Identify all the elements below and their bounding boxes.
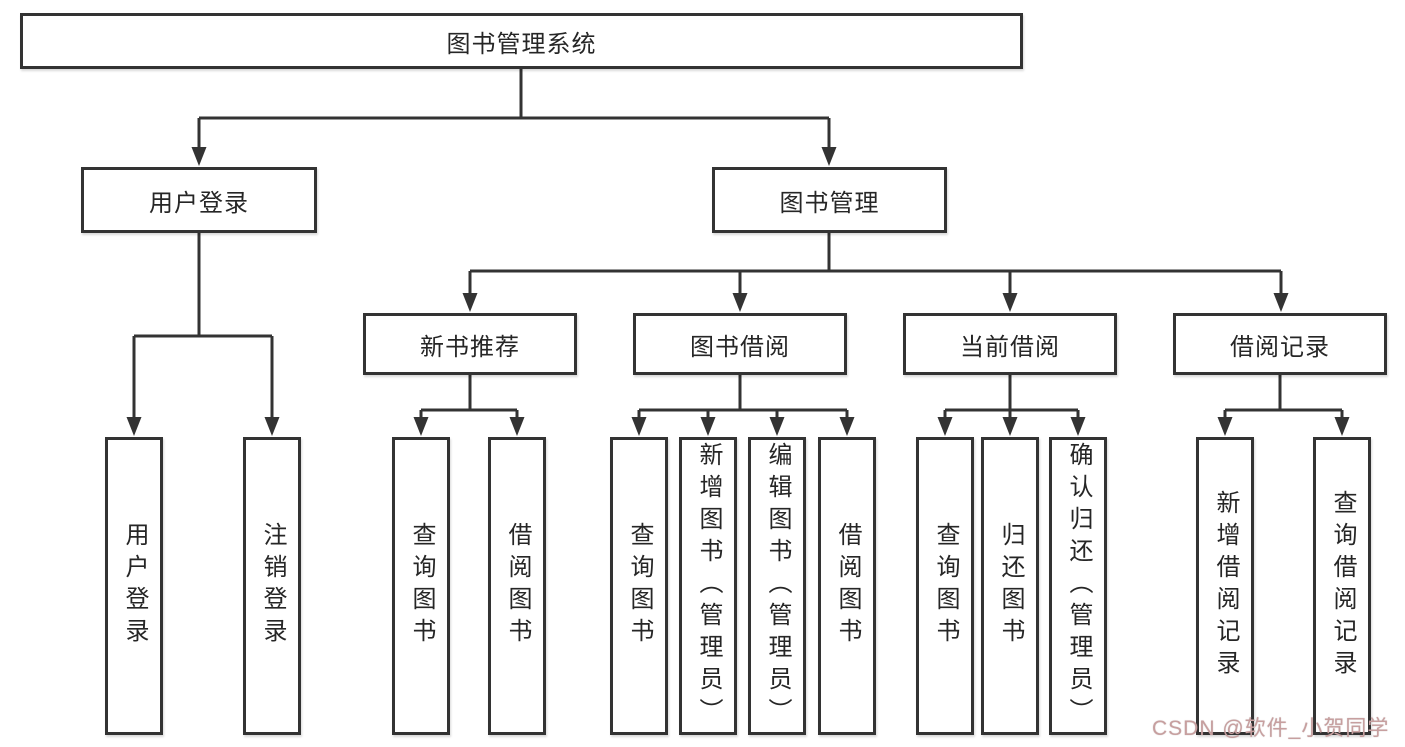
leaf-logout-label: 注销登录 bbox=[259, 522, 286, 650]
leaf-borrow-book-label: 借阅图书 bbox=[834, 522, 861, 650]
node-book-management: 图书管理 bbox=[712, 167, 947, 233]
node-borrow-record: 借阅记录 bbox=[1173, 313, 1387, 375]
leaf-borrow-book: 借阅图书 bbox=[818, 437, 876, 735]
leaf-add-book-admin: 新增图书（管理员） bbox=[679, 437, 737, 735]
leaf-return-book: 归还图书 bbox=[981, 437, 1039, 735]
leaf-query-book-recommend-label: 查询图书 bbox=[408, 522, 435, 650]
leaf-confirm-return-admin: 确认归还（管理员） bbox=[1049, 437, 1107, 735]
node-new-book-recommend: 新书推荐 bbox=[363, 313, 577, 375]
leaf-logout: 注销登录 bbox=[243, 437, 301, 735]
node-book-borrow: 图书借阅 bbox=[633, 313, 847, 375]
leaf-query-borrow-record-label: 查询借阅记录 bbox=[1329, 490, 1356, 682]
leaf-query-book-recommend: 查询图书 bbox=[392, 437, 450, 735]
leaf-user-login-label: 用户登录 bbox=[121, 522, 148, 650]
leaf-borrow-book-recommend: 借阅图书 bbox=[488, 437, 546, 735]
node-user-login: 用户登录 bbox=[81, 167, 317, 233]
node-root-library-system: 图书管理系统 bbox=[20, 13, 1023, 69]
leaf-add-book-admin-label: 新增图书（管理员） bbox=[695, 442, 722, 730]
leaf-add-borrow-record-label: 新增借阅记录 bbox=[1212, 490, 1239, 682]
leaf-borrow-book-recommend-label: 借阅图书 bbox=[504, 522, 531, 650]
leaf-add-borrow-record: 新增借阅记录 bbox=[1196, 437, 1254, 735]
leaf-user-login: 用户登录 bbox=[105, 437, 163, 735]
leaf-query-book-borrow-label: 查询图书 bbox=[626, 522, 653, 650]
arrowhead-icons bbox=[126, 147, 1350, 436]
leaf-query-book-borrow: 查询图书 bbox=[610, 437, 668, 735]
leaf-query-book-current-label: 查询图书 bbox=[932, 522, 959, 650]
leaf-edit-book-admin: 编辑图书（管理员） bbox=[748, 437, 806, 735]
node-current-borrow: 当前借阅 bbox=[903, 313, 1117, 375]
leaf-edit-book-admin-label: 编辑图书（管理员） bbox=[764, 442, 791, 730]
leaf-confirm-return-admin-label: 确认归还（管理员） bbox=[1065, 442, 1092, 730]
leaf-query-borrow-record: 查询借阅记录 bbox=[1313, 437, 1371, 735]
leaf-return-book-label: 归还图书 bbox=[997, 522, 1024, 650]
watermark: CSDN @软件_小贺同学 bbox=[1152, 717, 1390, 740]
leaf-query-book-current: 查询图书 bbox=[916, 437, 974, 735]
